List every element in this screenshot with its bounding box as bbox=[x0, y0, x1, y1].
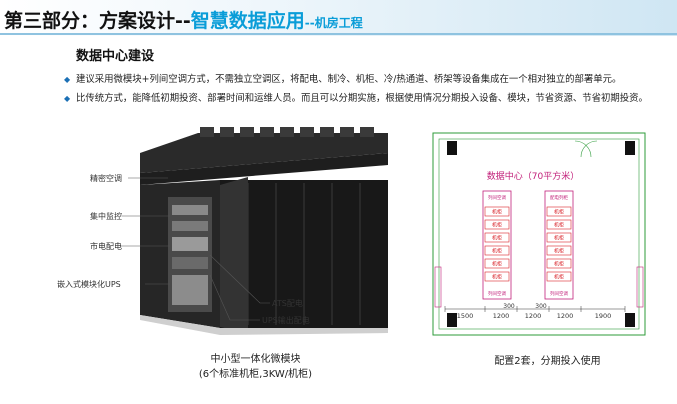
left-caption: 中小型一体化微模块 (6个标准机柜,3KW/机柜) bbox=[178, 352, 333, 382]
floor-plan-drawing: 数据中心（70平方米） 列间空调 配电列柜 机柜机柜机柜机柜机柜机柜机柜机柜机柜… bbox=[432, 132, 646, 336]
header-accent-line bbox=[0, 33, 677, 35]
rack-label: 机柜 bbox=[492, 261, 502, 268]
callout-ats-power: ATS配电 bbox=[272, 299, 303, 308]
rack-label: 机柜 bbox=[554, 248, 564, 255]
rack-cell bbox=[484, 219, 510, 230]
dim-top-1: 300 bbox=[503, 303, 515, 310]
left-caption-line2: (6个标准机柜,3KW/机柜) bbox=[198, 369, 313, 380]
callout-precision-ac: 精密空调 bbox=[90, 174, 122, 183]
rack-cell bbox=[484, 258, 510, 269]
rack-label: 机柜 bbox=[492, 274, 502, 281]
dim-bottom-5: 1900 bbox=[595, 312, 612, 320]
top-label-right: 配电列柜 bbox=[550, 194, 568, 201]
right-caption: 配置2套，分期投入使用 bbox=[494, 356, 601, 367]
ac-label-right: 列间空调 bbox=[550, 290, 568, 297]
bullet-item-2: ◆ 比传统方式，能降低初期投资、部署时间和运维人员。而且可以分期实施，根据使用情况… bbox=[62, 89, 672, 108]
micro-module-illustration bbox=[120, 127, 388, 335]
bullet-text-2: 比传统方式，能降低初期投资、部署时间和运维人员。而且可以分期实施，根据使用情况分… bbox=[76, 93, 648, 104]
room-title: 数据中心（70平方米） bbox=[487, 170, 579, 182]
bullet-icon: ◆ bbox=[64, 75, 71, 84]
rack-cell bbox=[546, 219, 572, 230]
rack-label: 机柜 bbox=[492, 235, 502, 242]
dim-bottom-2: 1200 bbox=[493, 312, 510, 320]
callout-embedded-ups: 嵌入式模块化UPS bbox=[57, 280, 121, 289]
callout-ups-output: UPS输出配电 bbox=[262, 316, 310, 325]
rack-cell bbox=[484, 245, 510, 256]
rack-label: 机柜 bbox=[554, 235, 564, 242]
rack-label: 机柜 bbox=[492, 209, 502, 216]
bullet-list: ◆ 建议采用微模块+列间空调方式，不需独立空调区，将配电、制冷、机柜、冷/热通道、… bbox=[62, 70, 672, 108]
rack-label: 机柜 bbox=[554, 261, 564, 268]
callout-mains-power: 市电配电 bbox=[90, 242, 122, 251]
ac-label-left: 列间空调 bbox=[488, 290, 506, 297]
top-label-left: 列间空调 bbox=[488, 194, 506, 201]
dim-top-2: 300 bbox=[535, 303, 547, 310]
rack-cell bbox=[546, 206, 572, 217]
callout-central-monitor: 集中监控 bbox=[90, 212, 122, 221]
section-title: 数据中心建设 bbox=[76, 49, 155, 64]
dim-bottom-3: 1200 bbox=[525, 312, 542, 320]
rack-label: 机柜 bbox=[492, 248, 502, 255]
rack-cell bbox=[484, 232, 510, 243]
bullet-icon: ◆ bbox=[64, 94, 71, 103]
title-part-2: 智慧数据应用 bbox=[190, 10, 305, 32]
rack-cell bbox=[546, 271, 572, 282]
rack-label: 机柜 bbox=[554, 222, 564, 229]
rack-label: 机柜 bbox=[492, 222, 502, 229]
rack-cell bbox=[484, 206, 510, 217]
rack-cell bbox=[546, 245, 572, 256]
title-part-1: 第三部分：方案设计-- bbox=[4, 10, 191, 32]
rack-cell bbox=[484, 271, 510, 282]
dim-bottom-1: 1500 bbox=[457, 312, 474, 320]
bullet-text-1: 建议采用微模块+列间空调方式，不需独立空调区，将配电、制冷、机柜、冷/热通道、桥… bbox=[76, 74, 622, 85]
rack-label: 机柜 bbox=[554, 209, 564, 216]
bullet-item-1: ◆ 建议采用微模块+列间空调方式，不需独立空调区，将配电、制冷、机柜、冷/热通道、… bbox=[62, 70, 672, 89]
rack-label: 机柜 bbox=[554, 274, 564, 281]
left-caption-line1: 中小型一体化微模块 bbox=[210, 354, 301, 365]
dim-bottom-4: 1200 bbox=[557, 312, 574, 320]
header-bar: 第三部分：方案设计--智慧数据应用--机房工程 bbox=[0, 0, 677, 36]
page-title: 第三部分：方案设计--智慧数据应用--机房工程 bbox=[4, 6, 363, 33]
title-part-3: --机房工程 bbox=[304, 16, 363, 30]
rack-cell bbox=[546, 232, 572, 243]
rack-cell bbox=[546, 258, 572, 269]
